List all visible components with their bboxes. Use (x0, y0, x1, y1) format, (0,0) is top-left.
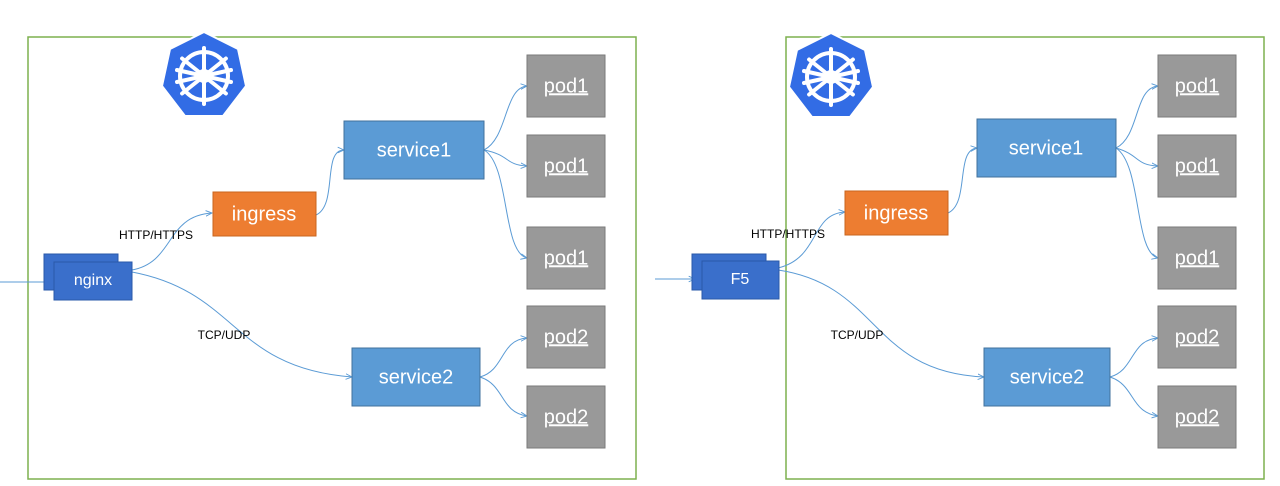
pod-label: pod2 (544, 326, 589, 348)
entry-label: F5 (731, 271, 750, 288)
edge-service1-to-pod-1 (1115, 86, 1158, 149)
pod-label: pod2 (1175, 326, 1220, 348)
edge-service2-to-pod-1 (1109, 338, 1158, 378)
service1-node: service1 (343, 120, 485, 180)
service2-node: service2 (351, 347, 481, 407)
entry-node: nginx (43, 253, 133, 301)
ingress-label: ingress (232, 203, 296, 225)
edge-entry-to-service2 (777, 269, 984, 377)
ingress-node: ingress (212, 191, 317, 237)
pod-node: pod1 (1157, 54, 1237, 118)
edge-entry-to-ingress (131, 213, 212, 271)
tcp-edge-label: TCP/UDP (198, 328, 251, 342)
service1-node: service1 (976, 118, 1117, 178)
pod-label: pod1 (1175, 75, 1220, 97)
edge-service1-to-pod-1 (483, 86, 527, 151)
entry-label: nginx (74, 272, 112, 289)
kubernetes-helm-icon (787, 31, 875, 118)
service1-label: service1 (1009, 137, 1083, 159)
edge-service2-to-pod-1 (479, 338, 527, 378)
pod-label: pod2 (544, 406, 589, 428)
edge-service1-to-pod-2 (483, 149, 527, 166)
ingress-label: ingress (864, 202, 928, 224)
ingress-node: ingress (844, 190, 949, 236)
cluster-frame (785, 36, 1265, 480)
pod-label: pod2 (1175, 406, 1220, 428)
service1-label: service1 (377, 139, 451, 161)
edge-service1-to-pod-3 (1115, 147, 1158, 258)
http-edge-label: HTTP/HTTPS (119, 228, 193, 242)
edge-entry-to-service2 (131, 271, 352, 377)
pod-label: pod1 (544, 247, 589, 269)
pod-label: pod1 (544, 155, 589, 177)
edge-service1-to-pod-2 (1115, 147, 1158, 166)
pod-node: pod1 (526, 134, 606, 198)
pod-node: pod1 (526, 54, 606, 118)
pod-node: pod2 (1157, 385, 1237, 449)
service2-label: service2 (379, 366, 453, 388)
edge-service2-to-pod-2 (1109, 376, 1158, 416)
pod-node: pod2 (1157, 305, 1237, 369)
pod-node: pod1 (1157, 134, 1237, 198)
pod-node: pod2 (526, 305, 606, 369)
tcp-edge-label: TCP/UDP (831, 328, 884, 342)
cluster-frame (27, 36, 637, 480)
pod-label: pod1 (544, 75, 589, 97)
diagram-right: HTTP/HTTPS TCP/UDP F5 ingress service1 s… (655, 31, 1265, 480)
pod-node: pod1 (1157, 226, 1237, 290)
pod-node: pod2 (526, 385, 606, 449)
pod-label: pod1 (1175, 247, 1220, 269)
edge-service1-to-pod-3 (483, 149, 527, 258)
edge-ingress-to-service1 (315, 150, 344, 216)
pod-label: pod1 (1175, 155, 1220, 177)
http-edge-label: HTTP/HTTPS (751, 227, 825, 241)
diagram-left: HTTP/HTTPS TCP/UDP nginx ingress service… (0, 30, 637, 480)
kubernetes-helm-icon (160, 30, 248, 117)
service2-label: service2 (1010, 366, 1084, 388)
entry-node: F5 (691, 253, 780, 300)
pod-node: pod1 (526, 226, 606, 290)
edge-service2-to-pod-2 (479, 376, 527, 416)
edge-entry-to-ingress (777, 212, 845, 269)
service2-node: service2 (983, 347, 1111, 407)
edge-ingress-to-service1 (947, 148, 977, 214)
